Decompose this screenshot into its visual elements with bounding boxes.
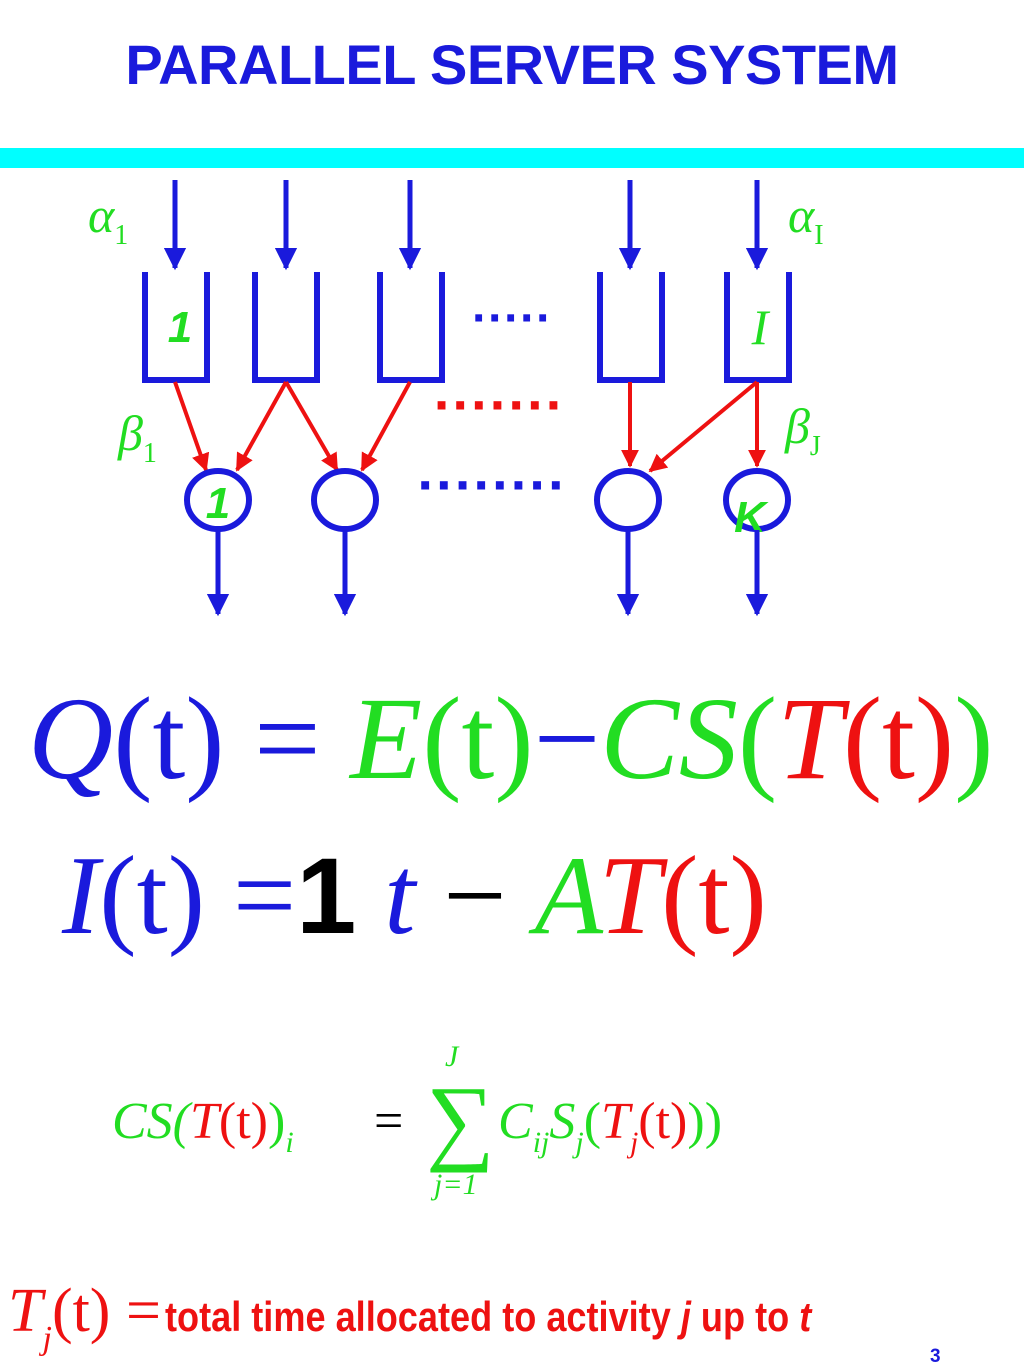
- eq1-Q: Q: [28, 673, 114, 804]
- eq3-open: (: [583, 1093, 602, 1150]
- eq2-equals: =: [233, 834, 297, 958]
- activity-ellipsis: ·······: [434, 373, 565, 436]
- buffer-first-label: 1: [168, 303, 192, 352]
- eq1-t3: (t): [842, 673, 955, 804]
- eq3-sigma: ∑: [426, 1066, 495, 1173]
- activity-arrow: [284, 380, 339, 472]
- eq1-minus: −: [533, 673, 601, 804]
- eq3-C: C: [498, 1093, 533, 1150]
- eq3-sub-i: i: [285, 1126, 294, 1159]
- beta-first-label: β1: [117, 405, 157, 469]
- eq1-close: ): [954, 673, 994, 804]
- server-last-label: K: [734, 493, 769, 542]
- page-number: 3: [930, 1346, 941, 1367]
- buffer-2: [252, 272, 320, 383]
- eq3-t: (t): [218, 1093, 269, 1150]
- eq3-T-sub: j: [629, 1126, 639, 1159]
- server-ellipsis: ········: [417, 453, 566, 516]
- eq2-A: A: [534, 834, 599, 958]
- eq3-rhs: CijSj(Tj(t))): [498, 1092, 723, 1159]
- eq1-T: T: [777, 673, 843, 804]
- eq3-S: S: [549, 1093, 576, 1150]
- eq2-t1: (t): [99, 834, 206, 958]
- server-2: [311, 468, 379, 532]
- beta-symbol: β: [117, 405, 143, 461]
- eq4-sub: j: [42, 1320, 52, 1357]
- activity-arrow: [235, 381, 288, 472]
- eq4-t: (t): [51, 1277, 111, 1345]
- eq2-I: I: [62, 834, 100, 958]
- alpha-sub: I: [814, 220, 823, 251]
- eq2-minus: −: [443, 834, 507, 958]
- cyan-divider: [0, 148, 1024, 168]
- eq1-equals: =: [254, 673, 321, 804]
- buffer-5: [724, 272, 792, 383]
- queue-equation: Q(t) = E(t)−CS(T(t)): [28, 680, 994, 798]
- eq3-C-sub: ij: [532, 1126, 550, 1159]
- beta-sub: J: [810, 431, 821, 462]
- eq3-t2: (t): [638, 1093, 688, 1150]
- page-title: PARALLEL SERVER SYSTEM: [125, 33, 899, 96]
- buffer-4: [597, 272, 665, 383]
- eq1-open: (: [737, 673, 778, 804]
- eq3-close2: )): [687, 1093, 723, 1150]
- eq4-equals: =: [125, 1277, 161, 1345]
- eq3-equals: =: [374, 1093, 404, 1150]
- buffer-3: [377, 272, 445, 383]
- activity-arrow: [173, 381, 210, 472]
- eq3-S-sub: j: [575, 1126, 584, 1159]
- alpha-first-label: α1: [88, 187, 128, 251]
- eq2-t2: (t): [661, 834, 767, 958]
- server-1: [184, 468, 252, 532]
- beta-sub: 1: [143, 438, 157, 469]
- buffer-last-label: I: [751, 299, 771, 355]
- buffer-1: [142, 272, 210, 383]
- eq3-close: ): [268, 1093, 286, 1150]
- eq3-T: T: [190, 1093, 219, 1150]
- eq4-lhs: Tj(t) =: [8, 1277, 161, 1357]
- eq1-t1: (t): [113, 673, 225, 804]
- eq3-lhs: CS(T(t))i: [112, 1092, 294, 1159]
- time-allocation-definition: Tj(t) = total time allocated to activity…: [8, 1276, 917, 1357]
- buffer-ellipsis: ·····: [472, 292, 552, 345]
- eq3-CS: CS(: [112, 1093, 190, 1150]
- idle-equation: I(t) =1 t − AT(t): [62, 840, 767, 952]
- eq2-t: t: [384, 834, 416, 958]
- alpha-symbol: α: [88, 187, 116, 243]
- alpha-last-label: αI: [788, 187, 824, 251]
- server-first-label: 1: [206, 479, 230, 528]
- server-4: [723, 468, 791, 532]
- eq1-t2: (t): [422, 673, 534, 804]
- server-3: [594, 468, 662, 532]
- eq3-lower: j=1: [434, 1168, 478, 1201]
- eq1-CS: CS: [600, 673, 738, 804]
- beta-last-label: βJ: [784, 398, 821, 462]
- beta-symbol: β: [784, 398, 810, 454]
- eq3-T2: T: [601, 1093, 630, 1150]
- alpha-sub: 1: [114, 220, 128, 251]
- activity-arrow: [360, 381, 412, 472]
- parallel-server-diagram: 1 I ····· ······· 1 K ········ α1 αI β1 …: [88, 180, 824, 617]
- eq2-one: 1: [296, 835, 357, 956]
- activity-arrow: [648, 380, 759, 473]
- eq4-description: total time allocated to activity j up to…: [165, 1293, 812, 1340]
- eq2-T: T: [598, 834, 662, 958]
- eq3-upper: J: [445, 1040, 459, 1073]
- eq1-E: E: [350, 673, 423, 804]
- alpha-symbol: α: [788, 187, 816, 243]
